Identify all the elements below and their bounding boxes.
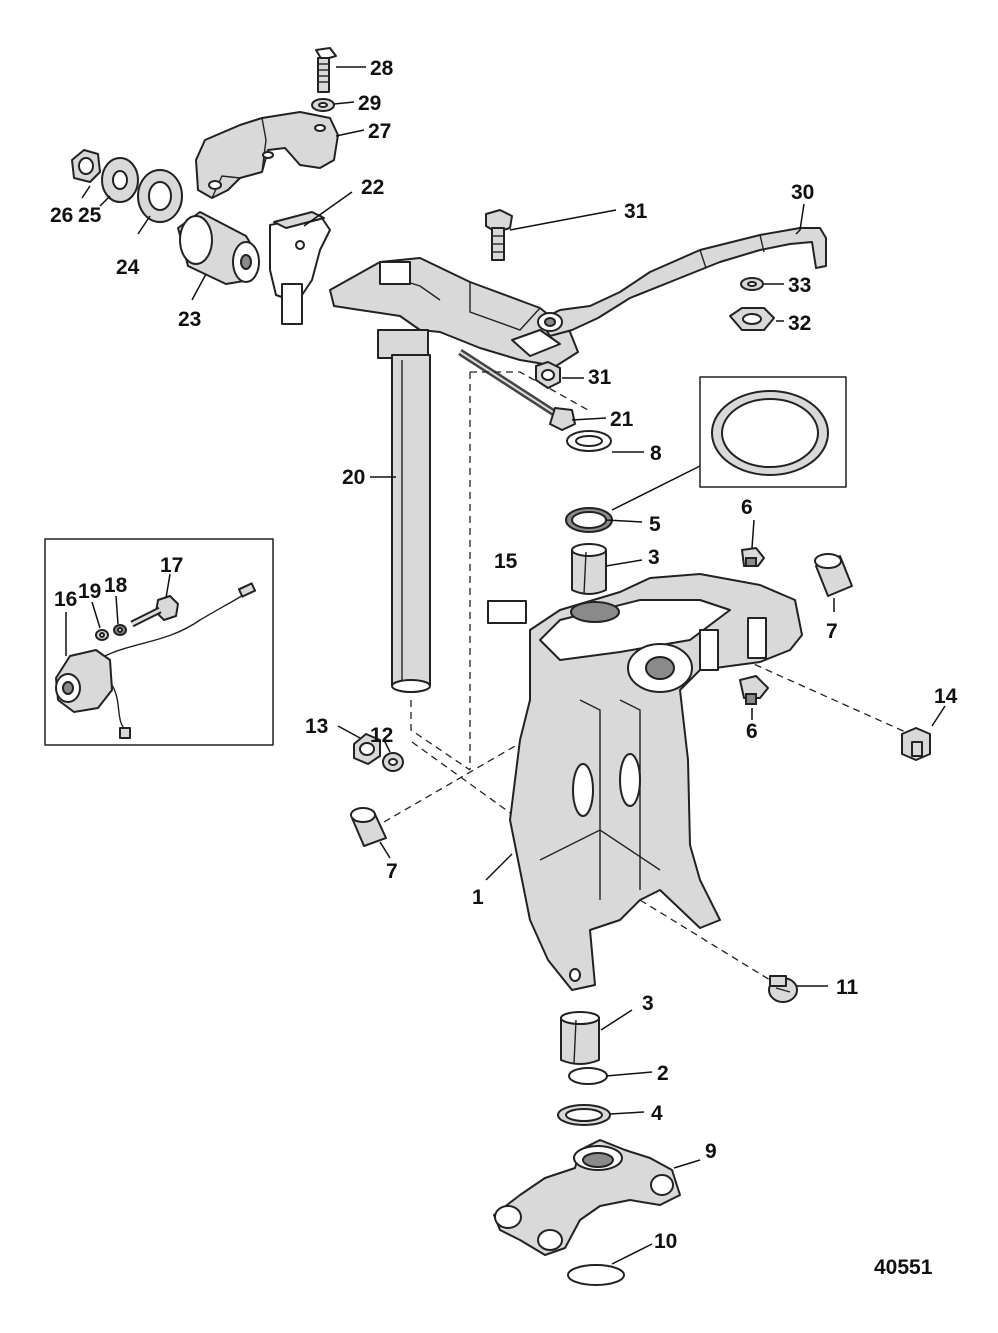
callout-33: 33 (788, 274, 811, 297)
callout-29: 29 (358, 92, 381, 115)
part-7-bushing-right[interactable] (814, 553, 853, 597)
alignment-line-tube-bottom (410, 700, 471, 771)
part-11-screw[interactable] (768, 975, 798, 1003)
part-5-seal[interactable] (565, 507, 613, 533)
callout-32: 32 (788, 312, 811, 335)
callout-24: 24 (116, 256, 140, 279)
part-3-bushing-lower[interactable] (560, 1011, 600, 1065)
callout-6-upper: 6 (741, 496, 753, 519)
alignment-line-bottom-bolt (639, 899, 771, 981)
part-3-bushing-upper[interactable] (571, 543, 607, 595)
callout-12: 12 (370, 724, 393, 747)
callout-1: 1 (472, 886, 484, 909)
callout-3-lower: 3 (642, 992, 654, 1015)
callout-27: 27 (368, 120, 391, 143)
part-25-washer[interactable] (101, 157, 139, 203)
seal-detail-inset (699, 376, 847, 488)
part-30-link-rod[interactable] (537, 227, 827, 337)
part-2-ring[interactable] (568, 1067, 608, 1085)
callout-11: 11 (836, 976, 859, 999)
callout-9: 9 (705, 1140, 717, 1163)
callout-23: 23 (178, 308, 201, 331)
part-6-fitting-upper[interactable] (741, 547, 765, 567)
part-13-nut[interactable] (353, 733, 381, 765)
part-33-washer[interactable] (740, 277, 764, 291)
part-9-yoke[interactable] (493, 1139, 681, 1256)
callout-18: 18 (104, 574, 128, 597)
callout-16: 16 (54, 588, 77, 611)
part-31-bolt-upper[interactable] (485, 209, 513, 261)
part-17-screw[interactable] (130, 595, 179, 628)
part-26-nut[interactable] (71, 149, 101, 183)
part-14-bolt[interactable] (901, 727, 931, 761)
part-23-mount[interactable] (177, 211, 260, 285)
callout-7-right: 7 (826, 620, 838, 643)
part-28-bolt[interactable] (315, 47, 337, 93)
callout-10: 10 (654, 1230, 677, 1253)
part-31-nut-lower[interactable] (535, 361, 561, 389)
callout-17: 17 (160, 554, 183, 577)
callout-25: 25 (78, 204, 102, 227)
callout-8: 8 (650, 442, 662, 465)
callout-2: 2 (657, 1062, 669, 1085)
part-24-bushing[interactable] (137, 169, 183, 223)
callout-3-upper: 3 (648, 546, 660, 569)
callout-26: 26 (50, 204, 73, 227)
part-20-steering-tube[interactable] (377, 329, 431, 693)
callout-6-lower: 6 (746, 720, 758, 743)
figure-id: 40551 (874, 1256, 933, 1279)
callout-15: 15 (494, 550, 518, 573)
callout-19: 19 (78, 580, 101, 603)
part-15-decal[interactable] (487, 600, 527, 624)
callout-14: 14 (934, 685, 958, 708)
part-6-fitting-lower[interactable] (739, 675, 769, 705)
callout-31-upper: 31 (624, 200, 648, 223)
steering-arm[interactable] (329, 257, 579, 367)
alignment-line-bolt (470, 371, 589, 411)
callout-20: 20 (342, 466, 365, 489)
part-18-lockwasher[interactable] (113, 624, 127, 636)
callout-13: 13 (305, 715, 328, 738)
part-8-washer[interactable] (566, 430, 612, 452)
part-19-washer[interactable] (95, 629, 109, 641)
trim-sender-inset (44, 538, 274, 746)
alignment-line-nut (411, 741, 521, 821)
part-22-plate[interactable] (269, 211, 331, 325)
part-4-seal[interactable] (557, 1104, 611, 1126)
part-10-ring[interactable] (567, 1264, 625, 1286)
part-21-bolt[interactable] (458, 349, 576, 431)
callout-5: 5 (649, 513, 661, 536)
callout-22: 22 (361, 176, 384, 199)
part-32-nut[interactable] (729, 307, 775, 331)
part-12-washer[interactable] (382, 752, 404, 772)
callout-21: 21 (610, 408, 634, 431)
callout-28: 28 (370, 57, 394, 80)
callout-4: 4 (651, 1102, 663, 1125)
callout-31-lower: 31 (588, 366, 612, 389)
part-16-trim-sender[interactable] (55, 649, 113, 713)
part-27-clamp-cap[interactable] (195, 111, 339, 199)
part-1-swivel-bracket[interactable] (509, 573, 803, 991)
part-29-washer[interactable] (311, 98, 335, 112)
callout-7-left: 7 (386, 860, 398, 883)
part-7-bushing-left[interactable] (350, 807, 387, 847)
callout-labels: 28 29 27 22 26 25 24 23 31 30 33 32 31 2… (50, 57, 958, 1279)
callout-30: 30 (791, 181, 814, 204)
leader-lines (65, 66, 946, 1265)
